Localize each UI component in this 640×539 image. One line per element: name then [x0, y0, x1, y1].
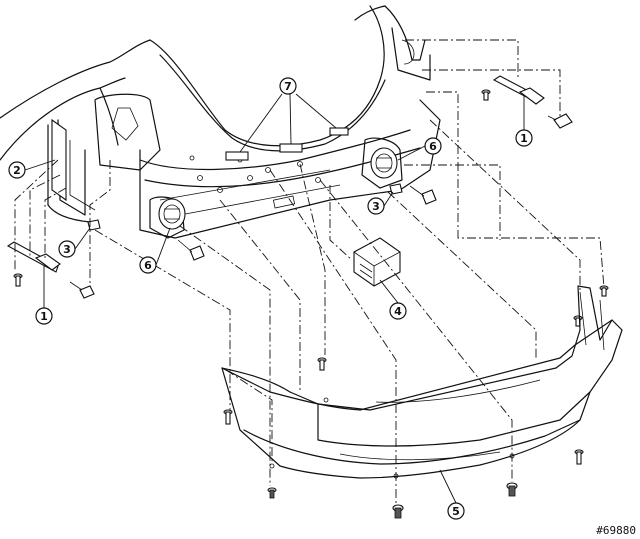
lamp-socket-right — [370, 147, 398, 179]
assembly-guide-lines — [14, 39, 605, 504]
callout-number: 2 — [13, 164, 21, 177]
side-bracket — [51, 118, 67, 202]
bumper-clip-left — [87, 219, 101, 231]
callout-number: 1 — [520, 132, 528, 145]
callout-c6a: 6 — [424, 137, 442, 155]
callout-c4: 4 — [389, 302, 407, 320]
screw-fasteners — [69, 113, 573, 299]
callout-number: 3 — [372, 200, 380, 213]
callout-number: 6 — [429, 140, 437, 153]
callout-number: 1 — [40, 310, 48, 323]
lamp-socket-left — [158, 198, 186, 230]
callout-c2: 2 — [8, 161, 26, 179]
callout-c1a: 1 — [515, 129, 533, 147]
callout-c6b: 6 — [139, 256, 157, 274]
callout-number: 3 — [63, 243, 71, 256]
callout-number: 5 — [452, 505, 460, 518]
callout-leader-lines — [24, 93, 525, 504]
callout-labels: 1 1 2 3 3 4 5 6 6 7 — [8, 77, 533, 520]
impact-absorber-block — [353, 237, 401, 287]
callout-c1b: 1 — [35, 307, 53, 325]
callout-number: 6 — [144, 259, 152, 272]
callout-c5: 5 — [447, 502, 465, 520]
callout-c3b: 3 — [58, 240, 76, 258]
bumper-retainer-left — [6, 241, 61, 273]
bumper-clip-right — [389, 183, 403, 195]
callout-c7: 7 — [279, 77, 297, 95]
callout-c3a: 3 — [367, 197, 385, 215]
rear-bumper-cover — [221, 285, 623, 479]
callout-number: 4 — [394, 305, 402, 318]
vehicle-rear-body — [0, 5, 441, 239]
figure-id: #69880 — [596, 524, 636, 537]
bumper-retainer-right — [492, 75, 545, 105]
callout-number: 7 — [284, 80, 292, 93]
